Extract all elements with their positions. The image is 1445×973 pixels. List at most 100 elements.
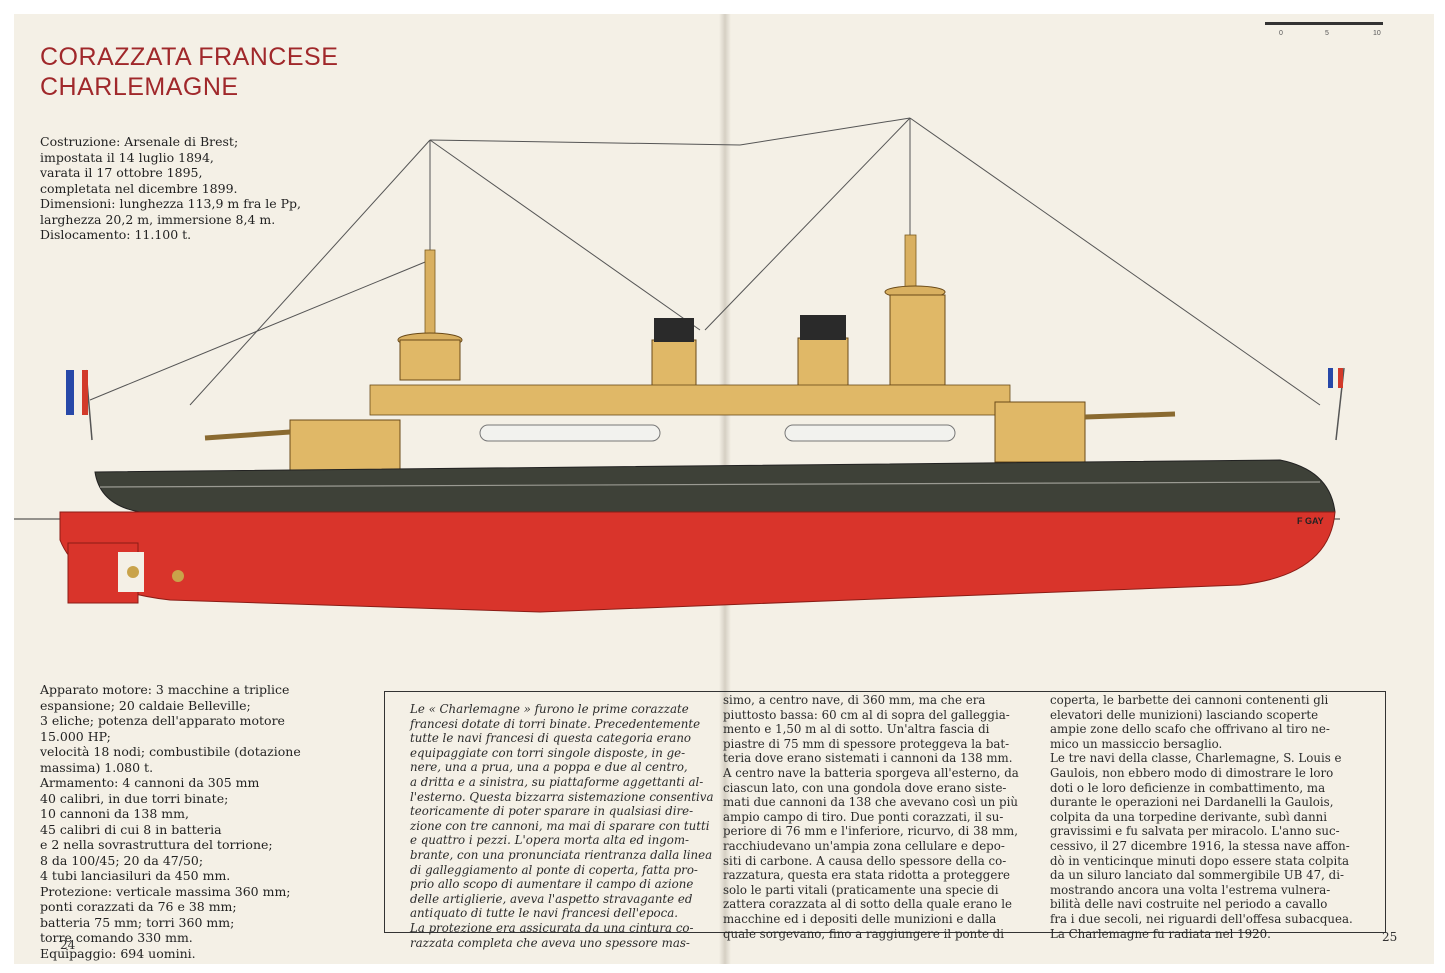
- fore-turret: [994, 401, 1086, 463]
- page-number-right: 25: [1382, 930, 1398, 944]
- text-line: siti di carbone. A causa dello spessore …: [723, 853, 1007, 868]
- title-line-1: CORAZZATA FRANCESE: [40, 43, 339, 71]
- bow-flag: [1328, 367, 1345, 441]
- engine-line: batteria 75 mm; torri 360 mm;: [40, 914, 235, 930]
- text-line: Le « Charlemagne » furono le prime coraz…: [410, 702, 689, 716]
- text-line: gravissimi e fu salvata per miracolo. L'…: [1050, 824, 1340, 839]
- text-line: macchine ed i depositi delle munizioni e…: [723, 911, 997, 926]
- hull-line: [99, 481, 1321, 488]
- text-line: a dritta e a sinistra, su piattaforme ag…: [410, 774, 704, 789]
- text-line: mento e 1,50 m al di sotto. Un'altra fas…: [723, 722, 990, 737]
- text-column-3: coperta, le barbette dei cannoni contene…: [1050, 693, 1380, 941]
- engine-line: Protezione: verticale massima 360 mm;: [40, 883, 291, 899]
- text-line: Gaulois, non ebbero modo di dimostrare l…: [1050, 765, 1334, 780]
- text-line: La protezione era assicurata da una cint…: [410, 920, 694, 935]
- engine-line: massima) 1.080 t.: [40, 759, 154, 775]
- stern-flag: [66, 369, 93, 441]
- engine-line: 45 calibri di cui 8 in batteria: [40, 821, 222, 837]
- text-line: piastre di 75 mm di spessore proteggeva …: [723, 736, 1010, 751]
- page-title: CORAZZATA FRANCESE CHARLEMAGNE: [40, 42, 338, 102]
- text-line: durante le operazioni nei Dardanelli la …: [1050, 795, 1334, 810]
- text-line: di galleggiamento al ponte di coperta, f…: [410, 862, 698, 877]
- engine-line: espansione; 20 caldaie Belleville;: [40, 697, 251, 713]
- text-line: mati due cannoni da 138 che avevano così…: [723, 795, 1018, 810]
- text-line: solo le parti vitali (praticamente una s…: [723, 882, 999, 897]
- engine-line: e 2 nella sovrastruttura del torrione;: [40, 837, 273, 852]
- text-line: coperta, le barbette dei cannoni contene…: [1050, 693, 1329, 707]
- text-line: zione con tre cannoni, ma mai di sparare…: [410, 818, 710, 833]
- spec-line: varata il 17 ottobre 1895,: [40, 165, 203, 180]
- text-line: A centro nave la batteria sporgeva all'e…: [723, 765, 1019, 780]
- text-line: l'esterno. Questa bizzarra sistemazione …: [410, 789, 714, 804]
- engine-line: 8 da 100/45; 20 da 47/50;: [40, 852, 204, 868]
- engine-line: 10 cannoni da 138 mm,: [40, 806, 189, 821]
- text-line: da un siluro lanciato dal sommergibile U…: [1050, 868, 1344, 883]
- illustrator-credit: F GAY: [1297, 516, 1324, 526]
- funnel-aft-cap: [800, 315, 846, 340]
- engine-line: Armamento: 4 cannoni da 305 mm: [40, 775, 260, 790]
- text-line: Le tre navi della classe, Charlemagne, S…: [1050, 751, 1342, 766]
- text-line: quale sorgevano, fino a raggiungere il p…: [723, 926, 1005, 941]
- text-column-2: simo, a centro nave, di 360 mm, ma che e…: [723, 693, 1023, 941]
- text-line: equipaggiate con torri singole disposte,…: [410, 745, 686, 760]
- text-line: cessivo, il 27 dicembre 1916, la stessa …: [1050, 838, 1350, 853]
- text-line: teria dove erano sistemati i cannoni da …: [723, 751, 1013, 766]
- boat-left: [479, 424, 661, 442]
- main-tower: [889, 294, 946, 386]
- title-line-2: CHARLEMAGNE: [40, 73, 239, 101]
- scale-tick-0: 0: [1279, 30, 1283, 37]
- text-line: ampio campo di tiro. Due ponti corazzati…: [723, 809, 1004, 824]
- text-line: delle artiglierie, aveva l'aspetto strav…: [410, 891, 693, 906]
- engine-line: velocità 18 nodi; combustibile (dotazion…: [40, 744, 301, 759]
- fore-tower: [399, 339, 461, 381]
- scale-tick-5: 5: [1325, 30, 1329, 37]
- engine-line: Equipaggio: 694 uomini.: [40, 945, 196, 961]
- text-line: e quattro i pezzi. L'opera morta alta ed…: [410, 833, 690, 848]
- spec-line: completata nel dicembre 1899.: [40, 180, 238, 196]
- engine-specs: Apparato motore: 3 macchine a triplice e…: [40, 682, 340, 961]
- text-line: antiquato di tutte le navi francesi dell…: [410, 906, 679, 921]
- spec-line: impostata il 14 luglio 1894,: [40, 149, 214, 165]
- rigging: [89, 117, 1321, 406]
- propeller-2: [127, 566, 139, 578]
- funnel-fore-cap: [654, 318, 694, 342]
- scale-bar-line: [1265, 22, 1383, 25]
- engine-line: ponti corazzati da 76 e 38 mm;: [40, 899, 237, 914]
- spec-line: Costruzione: Arsenale di Brest;: [40, 134, 239, 149]
- text-line: piuttosto bassa: 60 cm al di sopra del g…: [723, 707, 1010, 722]
- text-line: zattera corazzata al di sotto della qual…: [723, 897, 1013, 912]
- boat-right: [784, 424, 956, 442]
- hull-lower: [59, 511, 1336, 613]
- text-line: colpita da una torpedine derivante, subì…: [1050, 809, 1328, 824]
- text-line: dò in venticinque minuti dopo essere sta…: [1050, 853, 1349, 868]
- spec-line: Dimensioni: lunghezza 113,9 m fra le Pp,: [40, 196, 302, 211]
- aft-guns: [204, 429, 291, 441]
- construction-specs: Costruzione: Arsenale di Brest; impostat…: [40, 134, 340, 243]
- text-line: periore di 76 mm e l'inferiore, ricurvo,…: [723, 824, 1018, 839]
- spec-line: Dislocamento: 11.100 t.: [40, 227, 192, 242]
- text-line: mico un massiccio bersaglio.: [1050, 736, 1223, 751]
- spec-line: larghezza 20,2 m, immersione 8,4 m.: [40, 211, 276, 227]
- text-line: fra i due secoli, nei riguardi dell'offe…: [1050, 911, 1353, 926]
- page-number-left: 24: [60, 938, 76, 952]
- text-line: bilità delle navi costruite nel periodo …: [1050, 897, 1328, 912]
- text-line: doti o le loro deficienze in combattimen…: [1050, 780, 1326, 795]
- text-line: nere, una a prua, una a poppa e due al c…: [410, 760, 688, 775]
- engine-line: 40 calibri, in due torri binate;: [40, 790, 229, 806]
- engine-line: 3 eliche; potenza dell'apparato motore: [40, 713, 285, 728]
- text-line: mostrando ancora una volta l'estrema vul…: [1050, 882, 1331, 897]
- text-line: ciascun lato, con una gondola dove erano…: [723, 780, 1007, 795]
- text-line: simo, a centro nave, di 360 mm, ma che e…: [723, 693, 986, 707]
- text-line: razzatura, questa era stata ridotta a pr…: [723, 868, 1010, 883]
- text-line: prio allo scopo di aumentare il campo di…: [410, 877, 694, 892]
- text-line: racchiudevano un'ampia zona cellulare e …: [723, 838, 1005, 853]
- engine-line: 15.000 HP;: [40, 728, 111, 744]
- text-line: teoricamente di poter sparare in qualsia…: [410, 804, 694, 819]
- text-line: brante, con una pronunciata rientranza d…: [410, 847, 713, 862]
- engine-line: torre comando 330 mm.: [40, 930, 193, 945]
- text-line: La Charlemagne fu radiata nel 1920.: [1050, 926, 1271, 941]
- text-line: francesi dotate di torri binate. Precede…: [410, 716, 701, 731]
- engine-line: 4 tubi lanciasiluri da 450 mm.: [40, 868, 231, 883]
- scale-tick-10: 10: [1373, 30, 1381, 37]
